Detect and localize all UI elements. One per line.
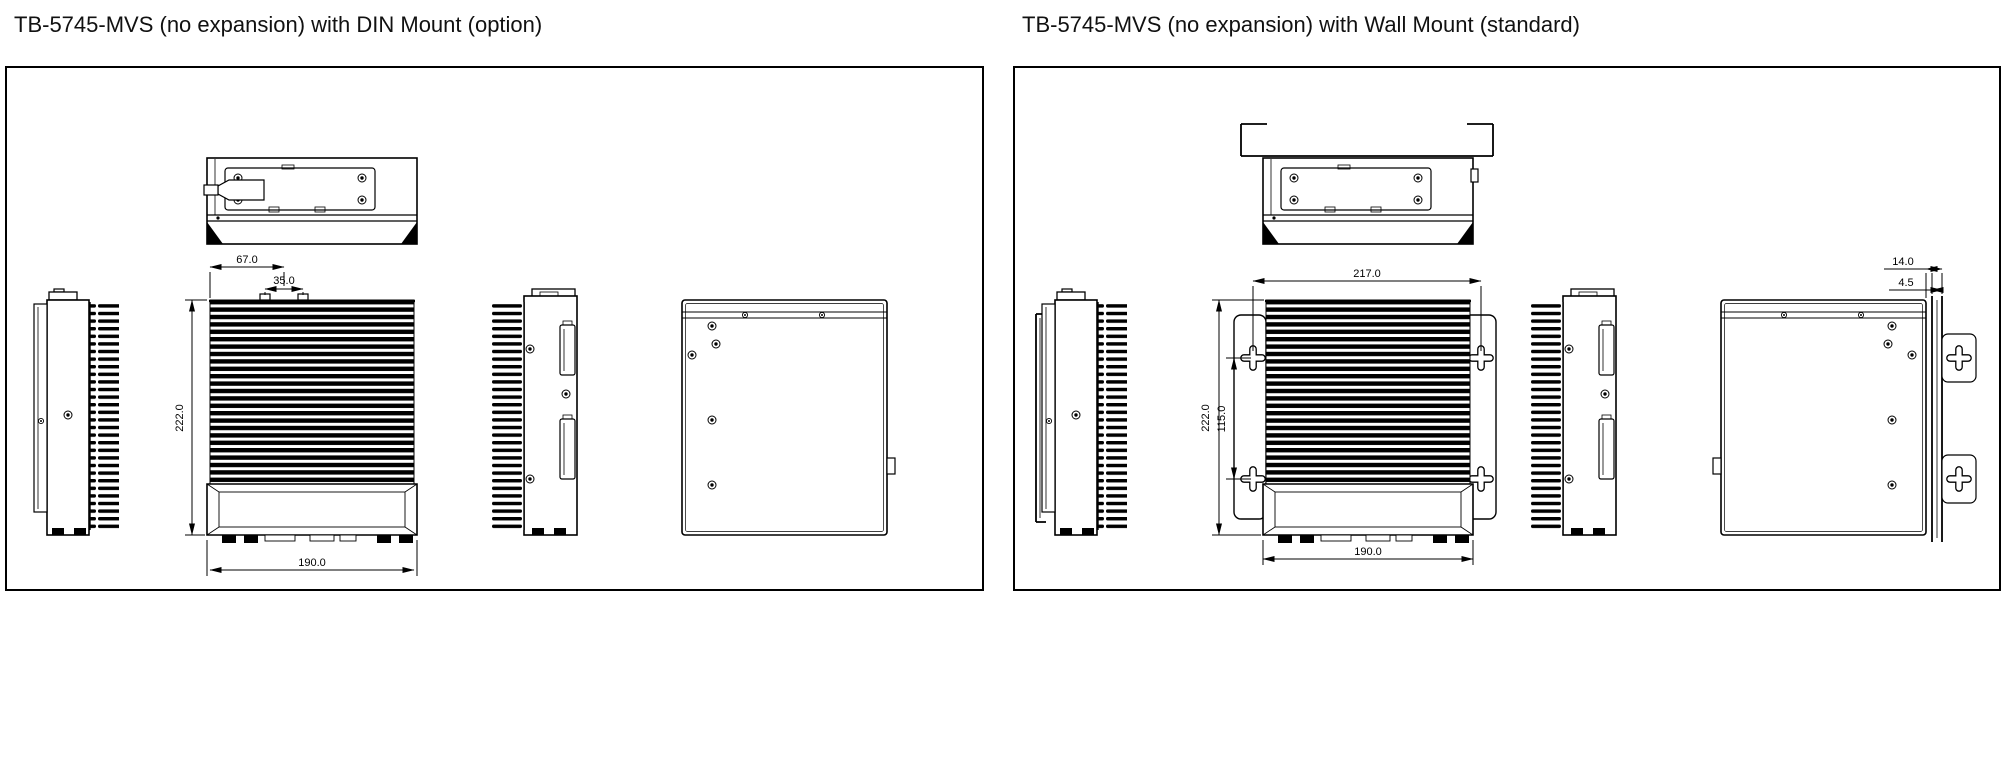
dim-bracket-offset: 14.0 — [1884, 256, 1943, 298]
dim-width: 190.0 — [1262, 540, 1474, 565]
top-view — [1263, 158, 1479, 244]
front-view — [1261, 298, 1475, 545]
rear-view — [682, 300, 896, 535]
dim-217-label: 217.0 — [1353, 268, 1381, 280]
dim-din-clip-width: 35.0 — [264, 275, 304, 295]
dim-mount-hole-span-height: 115.0 — [1216, 357, 1251, 480]
wall-bracket-top-view — [1240, 123, 1494, 157]
dim-height: 222.0 — [1200, 299, 1264, 536]
dim-width: 190.0 — [206, 540, 418, 576]
dim-190-label: 190.0 — [1354, 546, 1382, 558]
top-view — [203, 158, 417, 244]
dim-14-label: 14.0 — [1892, 256, 1913, 268]
panel-title-din-mount: TB-5745-MVS (no expansion) with DIN Moun… — [14, 12, 543, 37]
wall-mount-panel: 14.0 4.5 217.0 222.0 115.0 190.0 85.0 77… — [1013, 66, 2001, 591]
right-side-view — [492, 289, 577, 535]
din-mount-drawing: 67.0 35.0 222.0 190.0 77.0 — [7, 68, 896, 576]
front-view — [205, 293, 419, 545]
wall-mount-drawing: 14.0 4.5 217.0 222.0 115.0 190.0 85.0 77… — [1035, 123, 1977, 565]
dim-din-rail-offset: 67.0 — [209, 254, 285, 298]
rear-view — [1712, 300, 1926, 535]
left-side-view — [34, 289, 119, 535]
din-clip-top — [217, 179, 265, 201]
dim-222-label: 222.0 — [1200, 404, 1212, 432]
left-side-view — [1035, 289, 1127, 535]
dim-222-label: 222.0 — [174, 404, 186, 432]
dim-mount-hole-span-width: 217.0 — [1252, 268, 1482, 351]
dim-height: 222.0 — [174, 299, 207, 536]
panel-title-wall-mount: TB-5745-MVS (no expansion) with Wall Mou… — [1022, 12, 1580, 37]
dim-4-5-label: 4.5 — [1898, 277, 1913, 289]
dim-115-label: 115.0 — [1216, 406, 1228, 433]
dim-190-label: 190.0 — [298, 557, 326, 569]
right-side-view — [1531, 289, 1616, 535]
dim-35-label: 35.0 — [273, 275, 294, 287]
wall-bracket-side-view — [1931, 296, 1977, 542]
dim-67-label: 67.0 — [236, 254, 257, 266]
dim-bracket-thickness: 4.5 — [1889, 277, 1944, 293]
din-mount-panel: 67.0 35.0 222.0 190.0 77.0 — [5, 66, 984, 591]
